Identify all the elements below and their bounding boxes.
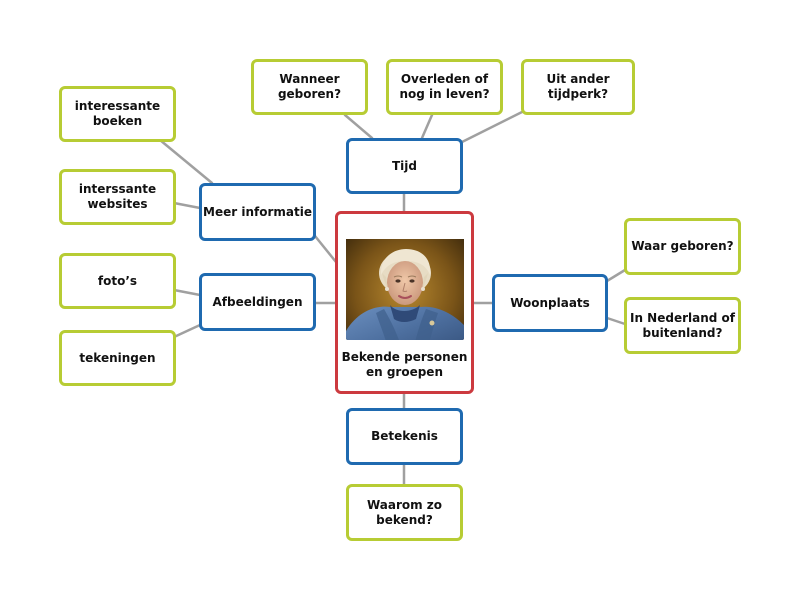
connector-overleden-tijd (420, 113, 434, 140)
connector-websites-meer (172, 201, 202, 210)
connector-tijdperk-tijd (460, 110, 524, 144)
node-uit-ander-tijdperk: Uit ander tijdperk? (521, 59, 635, 115)
node-center: Bekende personen en groepen (335, 211, 474, 394)
node-betekenis: Betekenis (346, 408, 463, 465)
node-overleden-of-in-leven: Overleden of nog in leven? (386, 59, 503, 115)
node-interssante-websites: interssante websites (59, 169, 176, 225)
node-tekeningen: tekeningen (59, 330, 176, 386)
center-label: Bekende personen en groepen (341, 350, 468, 379)
connector-woon-nederland (605, 316, 627, 326)
node-waarom-zo-bekend: Waarom zo bekend? (346, 484, 463, 541)
node-woonplaats: Woonplaats (492, 274, 608, 332)
node-tijd: Tijd (346, 138, 463, 194)
portrait-photo (345, 224, 464, 340)
connector-boeken-meer (158, 138, 214, 185)
connector-tekeningen-afb (172, 323, 202, 339)
node-interessante-boeken: interessante boeken (59, 86, 176, 142)
connector-fotos-afb (172, 288, 202, 297)
node-nederland-of-buitenland: In Nederland of buitenland? (624, 297, 741, 354)
connector-meer-center (313, 234, 338, 264)
node-meer-informatie: Meer informatie (199, 183, 316, 241)
connector-woon-waar (605, 268, 627, 283)
connector-wanneer-tijd (343, 113, 374, 140)
node-fotos: foto’s (59, 253, 176, 309)
node-wanneer-geboren: Wanneer geboren? (251, 59, 368, 115)
node-afbeeldingen: Afbeeldingen (199, 273, 316, 331)
node-waar-geboren: Waar geboren? (624, 218, 741, 275)
